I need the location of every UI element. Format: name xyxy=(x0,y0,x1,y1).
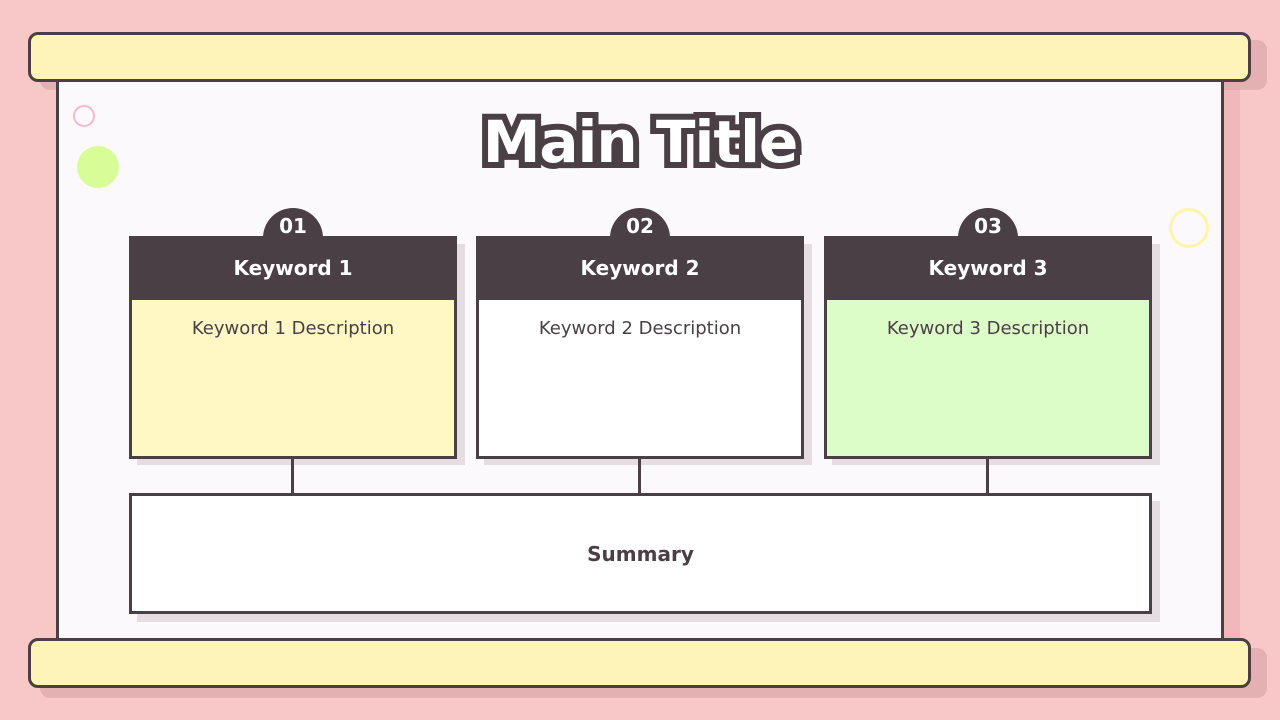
top-scroll-bar xyxy=(28,32,1251,82)
keyword-description: Keyword 2 Description xyxy=(538,318,742,339)
keyword-description: Keyword 1 Description xyxy=(191,318,395,339)
summary-box: Summary xyxy=(129,493,1152,614)
yellow-ring-decoration xyxy=(1169,208,1209,248)
pink-ring-decoration xyxy=(73,105,95,127)
card-connector-line xyxy=(638,458,641,496)
card-connector-line xyxy=(291,458,294,496)
keyword-header: Keyword 1 xyxy=(129,236,457,300)
summary-text: Summary xyxy=(587,541,694,566)
main-title-outline: Main Title xyxy=(477,102,805,182)
keyword-number: 03 xyxy=(974,214,1002,238)
keyword-description: Keyword 3 Description xyxy=(886,318,1090,339)
keyword-header: Keyword 2 xyxy=(476,236,804,300)
keyword-label: Keyword 3 xyxy=(928,256,1048,280)
keyword-label: Keyword 1 xyxy=(233,256,353,280)
keyword-card-3: 03 Keyword 3 Keyword 3 Description xyxy=(824,208,1152,459)
keyword-number: 01 xyxy=(279,214,307,238)
keyword-card-2: 02 Keyword 2 Keyword 2 Description xyxy=(476,208,804,459)
card-connector-line xyxy=(986,458,989,496)
keyword-card-1: 01 Keyword 1 Keyword 1 Description xyxy=(129,208,457,459)
keyword-number: 02 xyxy=(626,214,654,238)
keyword-label: Keyword 2 xyxy=(580,256,700,280)
bottom-scroll-bar xyxy=(28,638,1251,688)
keyword-header: Keyword 3 xyxy=(824,236,1152,300)
main-title: Main Title xyxy=(482,108,799,176)
green-dot-decoration xyxy=(77,146,119,188)
